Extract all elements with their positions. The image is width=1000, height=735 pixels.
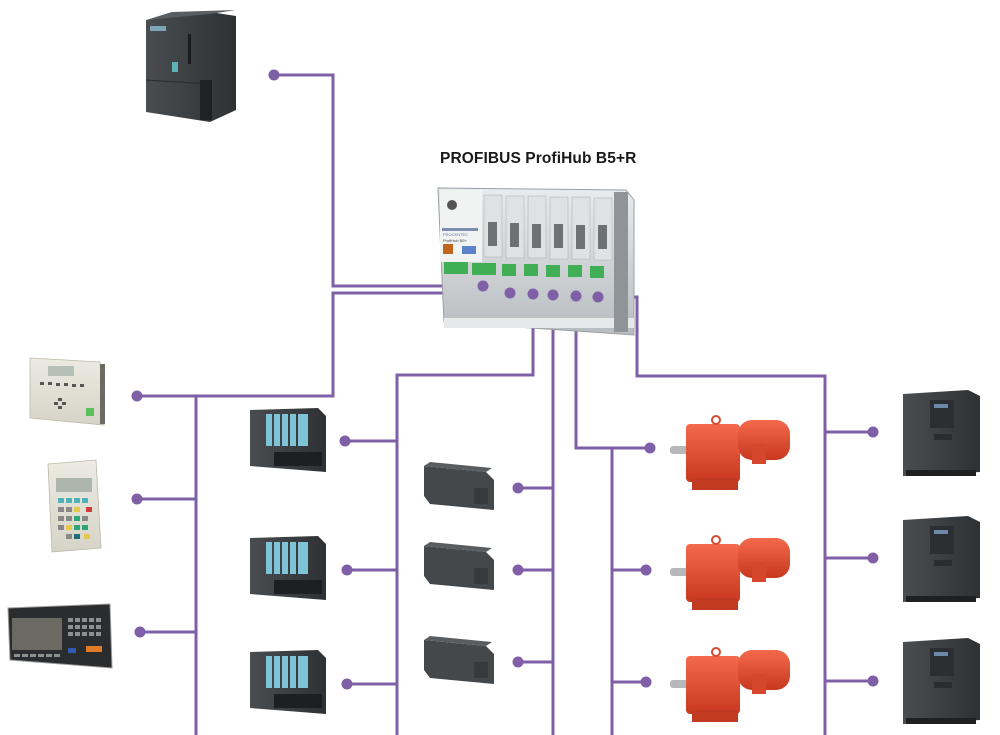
io-module-2[interactable] bbox=[250, 536, 326, 600]
wire-hmi-segment bbox=[135, 291, 512, 398]
hub-dot-io bbox=[527, 288, 539, 300]
gear-motor-2[interactable] bbox=[670, 535, 790, 610]
hub-dot-motor bbox=[570, 290, 582, 302]
wire-motor-segment bbox=[574, 294, 652, 450]
hub-model-label: ProfiHub B5+ bbox=[443, 238, 468, 243]
diagram-title: PROFIBUS ProfiHub B5+R bbox=[440, 150, 637, 167]
wire-master-plc bbox=[272, 73, 485, 288]
dot-io-1 bbox=[339, 435, 351, 447]
compact-plc-2[interactable] bbox=[424, 542, 494, 590]
dot-drive-3 bbox=[867, 675, 879, 687]
compact-plc-1[interactable] bbox=[424, 462, 494, 510]
dot-drive-2 bbox=[867, 552, 879, 564]
gear-motor-1[interactable] bbox=[670, 415, 790, 490]
drive-3[interactable] bbox=[903, 638, 980, 724]
hmi-panel-2[interactable] bbox=[47, 459, 102, 553]
hub-channel-ports bbox=[483, 194, 613, 261]
gear-motor-3[interactable] bbox=[670, 647, 790, 722]
drive-2[interactable] bbox=[903, 516, 980, 602]
hub-terminal-blocks bbox=[444, 262, 604, 278]
dot-motor-2 bbox=[640, 564, 652, 576]
dot-motor-1 bbox=[644, 442, 656, 454]
io-module-1[interactable] bbox=[250, 408, 326, 472]
device-connection-dots bbox=[131, 69, 879, 690]
hub-dot-plc bbox=[547, 289, 559, 301]
dot-hmi-1 bbox=[131, 390, 143, 402]
hmi-panel-3[interactable] bbox=[7, 603, 113, 669]
dot-drive-1 bbox=[867, 426, 879, 438]
hub-dot-drive bbox=[592, 291, 604, 303]
dot-plc-3 bbox=[512, 656, 524, 668]
io-module-3[interactable] bbox=[250, 650, 326, 714]
dot-hmi-3 bbox=[134, 626, 146, 638]
dot-motor-3 bbox=[640, 676, 652, 688]
profihub-device[interactable]: PROCENTEC ProfiHub B5+ bbox=[437, 187, 635, 336]
wire-io-segment bbox=[395, 292, 535, 735]
dot-plc-2 bbox=[512, 564, 524, 576]
hub-dot-master bbox=[477, 280, 489, 292]
dot-io-2 bbox=[341, 564, 353, 576]
hub-dot-hmi bbox=[504, 287, 516, 299]
dot-io-3 bbox=[341, 678, 353, 690]
compact-plc-3[interactable] bbox=[424, 636, 494, 684]
hmi-panel-1[interactable] bbox=[29, 357, 105, 426]
drive-1[interactable] bbox=[903, 390, 980, 476]
wires bbox=[135, 73, 875, 735]
dot-master-plc bbox=[268, 69, 280, 81]
master-plc-device[interactable] bbox=[145, 10, 236, 122]
hub-connection-dots bbox=[477, 280, 604, 303]
dot-plc-1 bbox=[512, 482, 524, 494]
hub-brand-label: PROCENTEC bbox=[443, 232, 468, 237]
dot-hmi-2 bbox=[131, 493, 143, 505]
